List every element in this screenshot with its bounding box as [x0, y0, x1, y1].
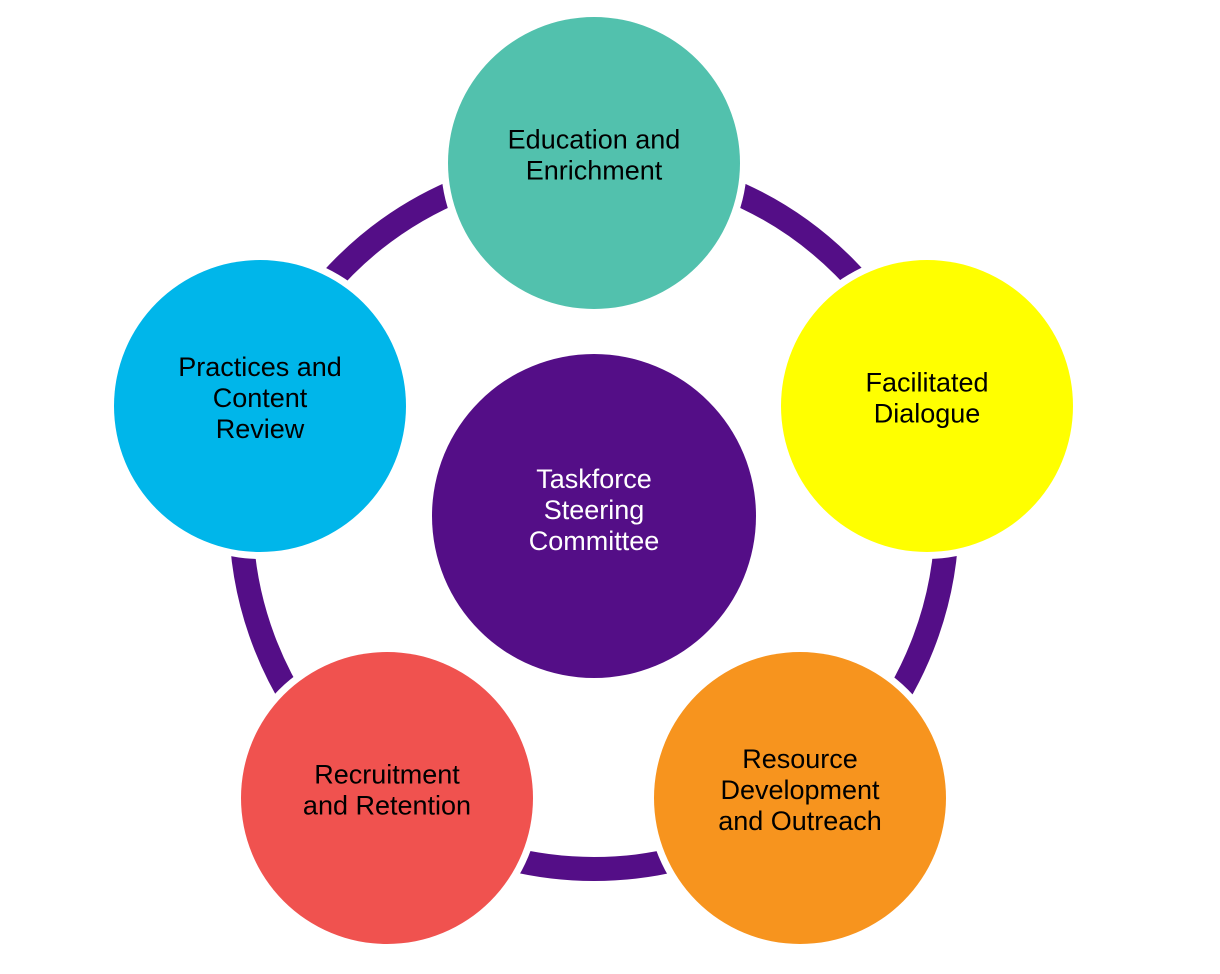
node-label-line: and Outreach: [718, 806, 882, 836]
node-label-line: and Retention: [303, 791, 471, 821]
node-label-line: Review: [216, 414, 305, 444]
center-circle: [432, 354, 756, 678]
node-label-line: Dialogue: [874, 399, 981, 429]
node-label-line: Resource: [742, 744, 858, 774]
node-circle: [654, 652, 946, 944]
node-label-line: Enrichment: [526, 156, 663, 186]
center-label-line: Steering: [544, 495, 645, 525]
node-circle: [241, 652, 533, 944]
node-label-line: Education and: [508, 125, 681, 155]
node-label-line: Practices and: [178, 352, 342, 382]
center-label-line: Committee: [529, 526, 660, 556]
node-label-line: Recruitment: [314, 760, 460, 790]
center-label-line: Taskforce: [536, 464, 652, 494]
node-circle: [448, 17, 740, 309]
node-label-line: Facilitated: [865, 368, 988, 398]
node-label-line: Content: [213, 383, 308, 413]
node-circle: [781, 260, 1073, 552]
node-label-line: Development: [720, 775, 880, 805]
node-circle: [114, 260, 406, 552]
